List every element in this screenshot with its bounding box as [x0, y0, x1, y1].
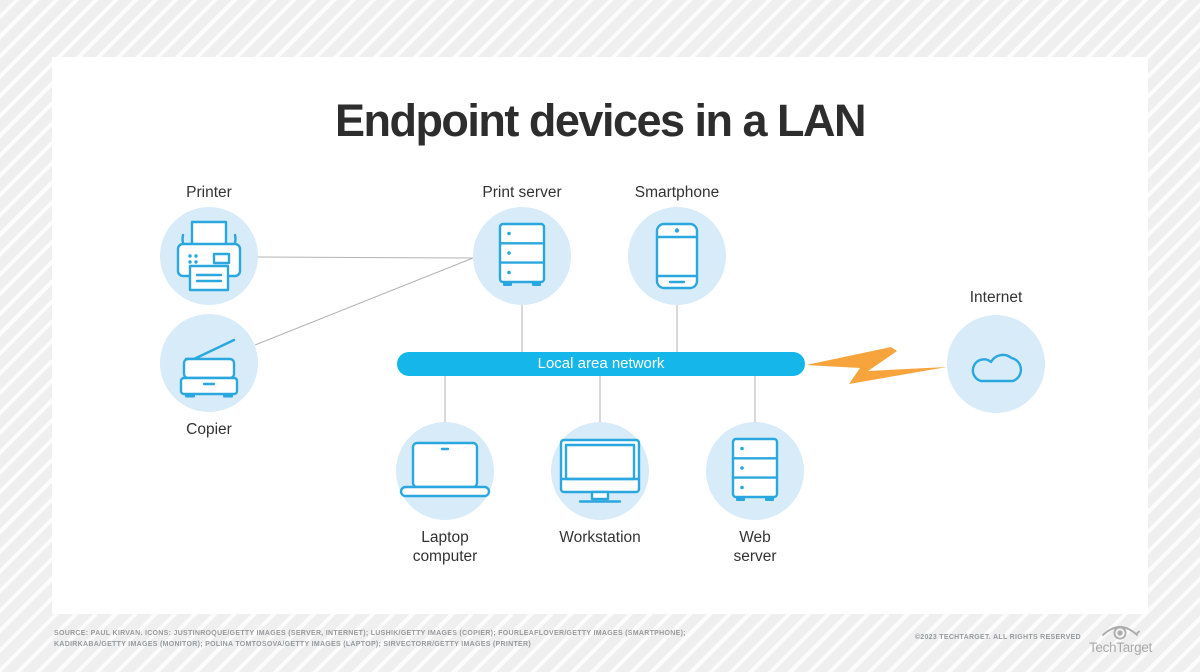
page-title: Endpoint devices in a LAN — [334, 95, 867, 146]
credits-line-2: KADIRKABA/GETTY IMAGES (MONITOR); POLINA… — [54, 641, 532, 648]
line-copier-printserver — [254, 257, 474, 346]
credits-line-1: SOURCE: PAUL KIRVAN. ICONS: JUSTINROQUE/… — [54, 630, 686, 637]
laptop-icon — [399, 441, 491, 498]
copier-icon — [179, 338, 239, 398]
diagram-card: Endpoint devices in a LAN Local area net… — [52, 57, 1148, 614]
print-server-node — [473, 207, 571, 305]
techtarget-logo: TechTarget — [1089, 620, 1152, 655]
internet-node — [947, 315, 1045, 413]
label-workstation: Workstation — [559, 529, 641, 546]
web-server-node — [706, 422, 804, 520]
label-print-server: Print server — [482, 184, 562, 201]
monitor-icon — [559, 438, 641, 503]
lightning-bolt-icon — [806, 347, 947, 384]
workstation-node — [551, 422, 649, 520]
source-credits: SOURCE: PAUL KIRVAN. ICONS: JUSTINROQUE/… — [54, 628, 694, 650]
smartphone-node — [628, 207, 726, 305]
label-internet: Internet — [969, 289, 1023, 306]
line-printer-printserver — [257, 256, 474, 259]
copyright-text: ©2023 TECHTARGET. ALL RIGHTS RESERVED — [914, 634, 1081, 641]
label-web-server: Web server — [733, 529, 777, 565]
techtarget-logo-text: TechTarget — [1088, 640, 1152, 655]
printer-node — [160, 207, 258, 305]
label-laptop: Laptop computer — [412, 529, 478, 565]
connector-lines — [254, 256, 947, 422]
label-copier: Copier — [186, 421, 232, 438]
label-smartphone: Smartphone — [634, 184, 720, 201]
copier-node — [160, 314, 258, 412]
lan-bar: Local area network — [397, 352, 805, 376]
printer-icon — [176, 220, 242, 292]
label-printer: Printer — [186, 184, 232, 201]
footer-right: ©2023 TECHTARGET. ALL RIGHTS RESERVED Te… — [915, 620, 1152, 660]
smartphone-icon — [655, 222, 699, 290]
techtarget-eye-icon — [1102, 626, 1141, 640]
cloud-icon — [971, 353, 1023, 383]
server-icon — [731, 437, 779, 501]
laptop-node — [396, 422, 494, 520]
server-icon — [498, 222, 546, 286]
